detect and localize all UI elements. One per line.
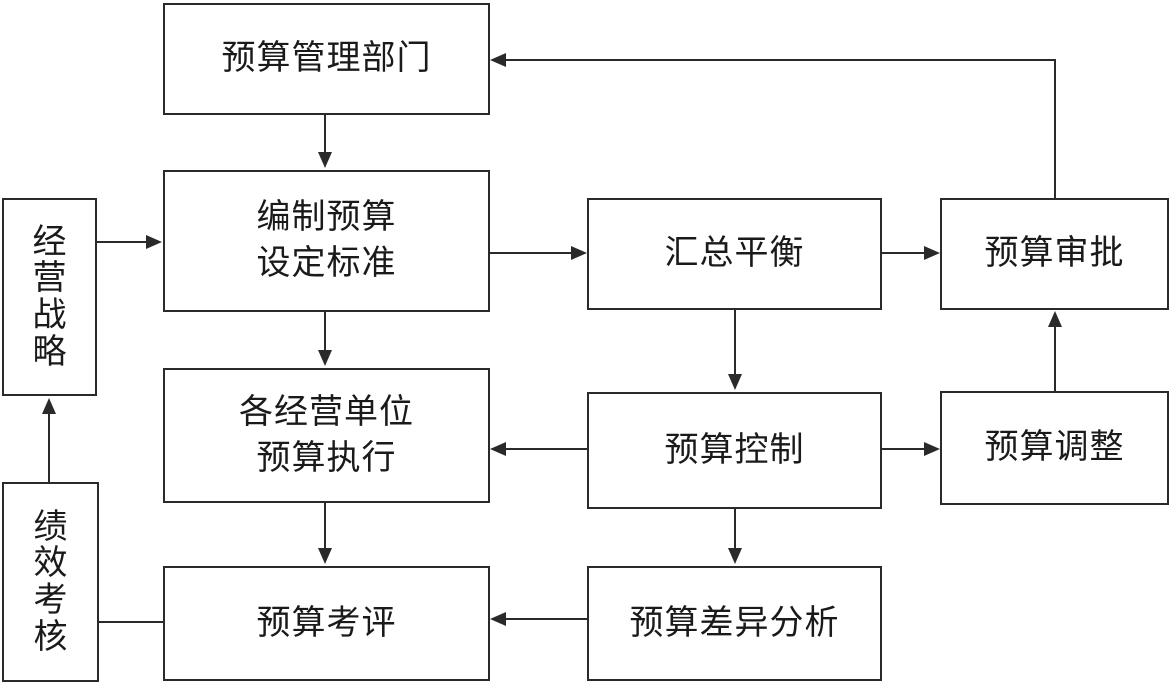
node-label: 预算调整 (984, 427, 1125, 468)
arrow-approval-to-dept (490, 53, 1056, 198)
node-label: 预算审批 (984, 233, 1125, 274)
arrow-consolidation-to-control (728, 310, 742, 390)
node-budget-adjustment: 预算调整 (940, 391, 1169, 505)
arrow-prepare-to-consolidation (490, 246, 587, 260)
arrow-control-to-variance (728, 509, 742, 564)
node-consolidation-balance: 汇总平衡 (587, 198, 882, 310)
node-prepare-budget: 编制预算 设定标准 (163, 170, 490, 312)
node-label: 绩 效 考 核 (33, 506, 68, 657)
node-label: 预算考评 (256, 602, 397, 643)
node-label: 经 营 战 略 (32, 221, 67, 372)
node-business-strategy: 经 营 战 略 (2, 198, 97, 396)
node-budget-control: 预算控制 (587, 392, 882, 509)
arrow-performance-to-strategy (42, 398, 56, 482)
arrow-control-to-execution (490, 442, 587, 456)
arrow-strategy-to-prepare (97, 235, 162, 249)
node-label: 编制预算 设定标准 (256, 197, 397, 283)
arrow-prepare-to-execution (318, 312, 332, 366)
node-budget-approval: 预算审批 (940, 198, 1169, 310)
node-variance-analysis: 预算差异分析 (587, 566, 882, 681)
node-budget-management-dept: 预算管理部门 (163, 3, 490, 115)
arrow-control-to-adjustment (882, 442, 940, 456)
node-label: 各经营单位 预算执行 (239, 391, 414, 478)
node-budget-review: 预算考评 (163, 566, 490, 681)
arrow-adjustment-to-approval (1048, 311, 1062, 391)
arrow-variance-to-review (490, 612, 587, 626)
arrow-consolidation-to-approval (882, 246, 940, 260)
node-label: 预算管理部门 (221, 38, 432, 79)
node-label: 预算差异分析 (629, 602, 840, 643)
node-unit-execution: 各经营单位 预算执行 (163, 368, 490, 503)
node-label: 预算控制 (664, 429, 805, 470)
arrow-dept-to-prepare (318, 115, 332, 168)
node-label: 汇总平衡 (664, 233, 805, 274)
node-performance-assessment: 绩 效 考 核 (2, 482, 99, 682)
arrow-execution-to-review (318, 503, 332, 564)
